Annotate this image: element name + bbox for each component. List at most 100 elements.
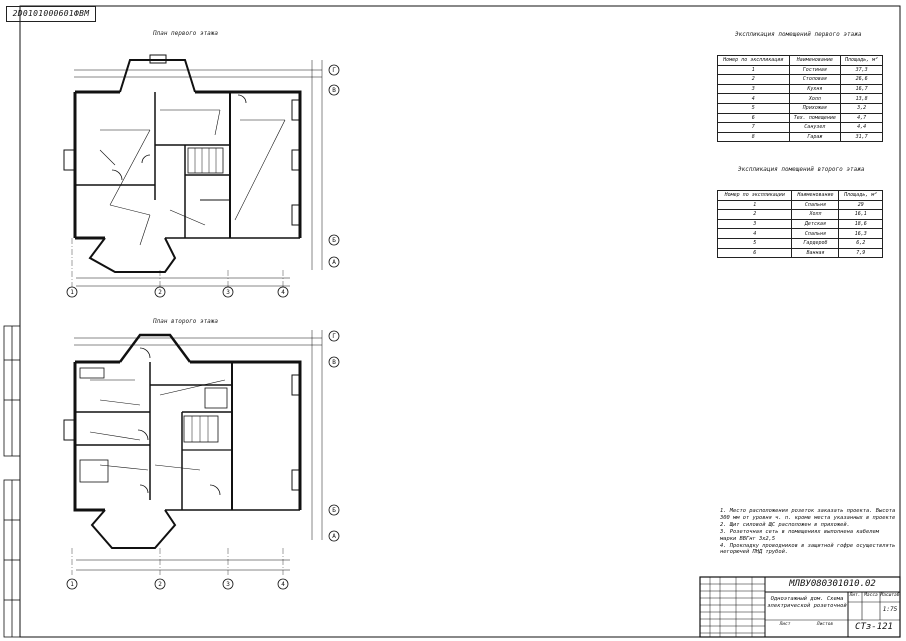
axis-label: А bbox=[332, 533, 336, 540]
table-1-title: Экспликация помещений первого этажа bbox=[735, 31, 862, 38]
cell: 5 bbox=[717, 102, 790, 114]
explication-table-1: Номер по экспликации Наименование Площад… bbox=[717, 55, 883, 143]
cell: Гараж bbox=[788, 131, 842, 143]
title-block-scale: 1:75 bbox=[882, 606, 898, 613]
cell: 6 bbox=[716, 247, 793, 259]
sheet-code-stamp: 2D0101000601ФВМ bbox=[6, 6, 96, 22]
general-notes: 1. Место расположения розеток заказать п… bbox=[720, 508, 900, 556]
title-block-title: Одноэтажный дом. Схема электрической роз… bbox=[767, 596, 847, 609]
cell: Кухня bbox=[788, 83, 842, 95]
cell: 18,6 bbox=[838, 218, 883, 230]
axis-label: Б bbox=[332, 507, 336, 514]
axis-markers-plan-2 bbox=[66, 330, 340, 590]
cell: 16,3 bbox=[838, 228, 883, 239]
cell: Тех. помещение bbox=[788, 112, 842, 124]
axis-labels-plan-2: 1 2 3 4 Г В Б А bbox=[70, 333, 336, 588]
cell: 1 bbox=[716, 199, 793, 211]
cell: Санузел bbox=[788, 122, 842, 133]
cell: 5 bbox=[716, 237, 793, 249]
cell: 2 bbox=[717, 74, 790, 85]
cell: 4 bbox=[716, 228, 793, 239]
cell: 6,2 bbox=[838, 237, 883, 249]
table-2-title: Экспликация помещений второго этажа bbox=[738, 166, 865, 173]
cell: Холл bbox=[788, 93, 842, 104]
cell: 29 bbox=[838, 199, 883, 211]
cell: 4,7 bbox=[840, 112, 883, 124]
note-line: негорючей ПНД трубой. bbox=[720, 549, 789, 556]
title-block-doc-code: МЛВУ080301010.02 bbox=[789, 579, 876, 589]
axis-label: 3 bbox=[226, 289, 230, 296]
axis-label: 1 bbox=[70, 581, 74, 588]
title-block-lit-label: Лит. bbox=[849, 593, 861, 598]
cell: Гостиная bbox=[788, 64, 842, 76]
axis-label: 2 bbox=[158, 581, 162, 588]
axis-markers-plan-1 bbox=[66, 64, 340, 298]
title-block-sheet-label: Лист bbox=[779, 622, 791, 627]
cell: 2 bbox=[716, 209, 793, 220]
cell: Спальня bbox=[791, 199, 840, 211]
cell: Гардероб bbox=[791, 237, 840, 249]
cell: 13,8 bbox=[840, 93, 883, 104]
axis-label: В bbox=[332, 87, 336, 94]
cell: 7,9 bbox=[838, 247, 883, 259]
note-line: 3. Розеточная сеть в помещениях выполнен… bbox=[720, 528, 880, 535]
cell: 8 bbox=[717, 131, 790, 143]
explication-table-2: Номер по экспликации Наименование Площад… bbox=[716, 190, 883, 259]
cell: 6 bbox=[717, 112, 790, 124]
axis-label: 1 bbox=[70, 289, 74, 296]
note-line: 1. Место расположения розеток заказать п… bbox=[720, 508, 896, 514]
col-header: Наименование bbox=[791, 190, 840, 201]
plan-1-title: План первого этажа bbox=[153, 30, 219, 37]
axis-label: А bbox=[332, 259, 336, 266]
cell: Холл bbox=[791, 209, 840, 220]
cell: 3 bbox=[717, 83, 790, 95]
cell: 4,4 bbox=[840, 122, 883, 133]
cell: 16,1 bbox=[838, 209, 883, 220]
col-header: Номер по экспликации bbox=[717, 55, 790, 66]
cell: 4 bbox=[717, 93, 790, 104]
sheet-frame bbox=[19, 5, 901, 638]
plan-2-title: План второго этажа bbox=[153, 318, 219, 325]
axis-label: 3 bbox=[226, 581, 230, 588]
axis-label: 4 bbox=[281, 289, 285, 296]
cell: 31,7 bbox=[840, 131, 883, 143]
title-block-scale-label: Масштаб bbox=[880, 593, 900, 598]
cell: Столовая bbox=[788, 74, 842, 85]
title-block bbox=[699, 576, 901, 638]
axis-label: В bbox=[332, 359, 336, 366]
floor-plan-2 bbox=[63, 330, 323, 575]
cell: Ванная bbox=[791, 247, 840, 259]
cell: 1 bbox=[717, 64, 790, 76]
col-header: Площадь, м² bbox=[840, 55, 883, 66]
cell: 37,3 bbox=[840, 64, 883, 76]
binding-strip bbox=[3, 325, 21, 638]
table-header-row: Номер по экспликации Наименование Площад… bbox=[716, 190, 883, 201]
axis-label: 2 bbox=[158, 289, 162, 296]
axis-label: Г bbox=[332, 333, 336, 340]
col-header: Наименование bbox=[788, 55, 842, 66]
cell: 3,2 bbox=[840, 102, 883, 114]
cell: Спальня bbox=[791, 228, 840, 239]
col-header: Номер по экспликации bbox=[716, 190, 793, 201]
note-line: 300 мм от уровня ч. п. кроме места указа… bbox=[720, 514, 896, 521]
floor-plan-1 bbox=[63, 54, 323, 288]
title-block-org: СТз-121 bbox=[855, 622, 893, 632]
cell: Прихожая bbox=[788, 102, 842, 114]
title-block-sheets-label: Листов bbox=[816, 622, 834, 627]
axis-label: 4 bbox=[281, 581, 285, 588]
cell: Детская bbox=[791, 218, 840, 230]
note-line: 2. Щит силовой ЩС расположен в прихожей. bbox=[720, 521, 850, 528]
axis-labels-plan-1: 1 2 3 4 Г В Б А bbox=[70, 67, 336, 296]
axis-label: Б bbox=[332, 237, 336, 244]
